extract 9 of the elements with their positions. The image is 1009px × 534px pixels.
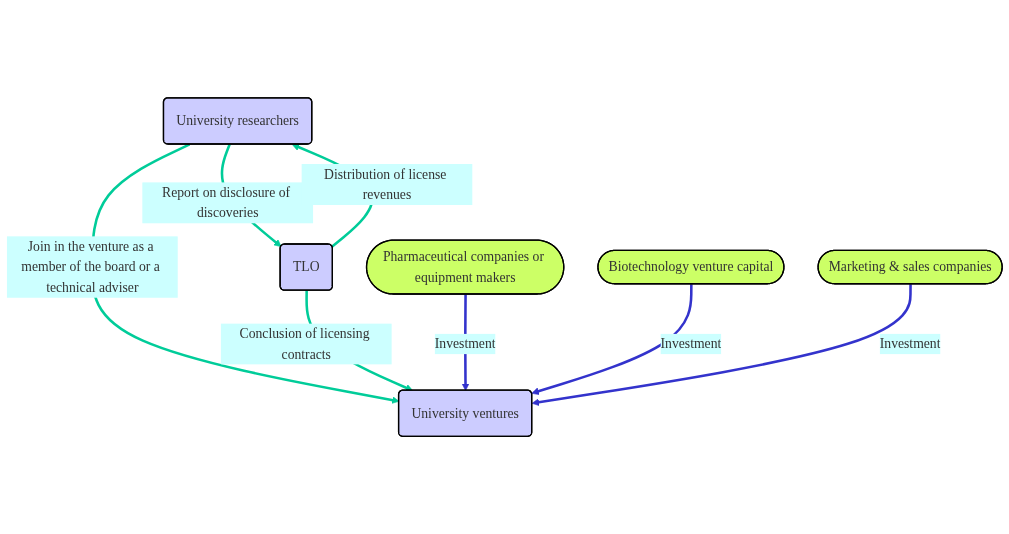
edge-label: Distribution of license revenues — [324, 166, 447, 202]
edge-label: Investment — [434, 336, 496, 351]
arrow — [531, 284, 693, 395]
edge-label: Investment — [660, 336, 722, 351]
edge-label: Join in the venture as a member of the board or a technical adviser — [21, 238, 160, 295]
edge-label: Conclusion of licensing contracts — [239, 325, 370, 362]
arrow — [531, 284, 912, 406]
edge-label: Investment — [879, 336, 941, 351]
edge-label: Report on disclosure of discoveries — [162, 184, 291, 220]
